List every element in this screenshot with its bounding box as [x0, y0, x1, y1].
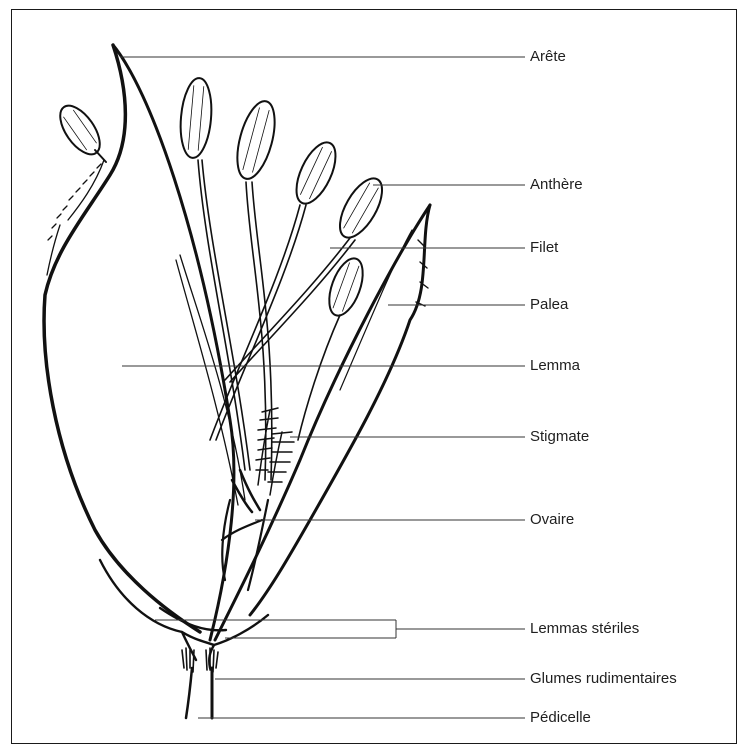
sterile-lemmas	[100, 560, 268, 668]
rudimentary-glumes	[182, 648, 218, 672]
label-stigmate: Stigmate	[530, 429, 589, 444]
label-ovaire: Ovaire	[530, 512, 574, 527]
filaments	[176, 160, 355, 505]
lemma-shape	[44, 45, 234, 640]
label-filet: Filet	[530, 240, 558, 255]
label-anthere: Anthère	[530, 177, 583, 192]
label-palea: Palea	[530, 297, 568, 312]
label-glumes-rudimentaires: Glumes rudimentaires	[530, 671, 677, 686]
label-lemmas-steriles: Lemmas stériles	[530, 621, 639, 636]
anthers	[52, 77, 390, 320]
pedicel-stem	[186, 668, 212, 718]
label-lemma: Lemma	[530, 358, 580, 373]
label-arete: Arête	[530, 49, 566, 64]
label-pedicelle: Pédicelle	[530, 710, 591, 725]
palea-shape	[215, 205, 430, 640]
